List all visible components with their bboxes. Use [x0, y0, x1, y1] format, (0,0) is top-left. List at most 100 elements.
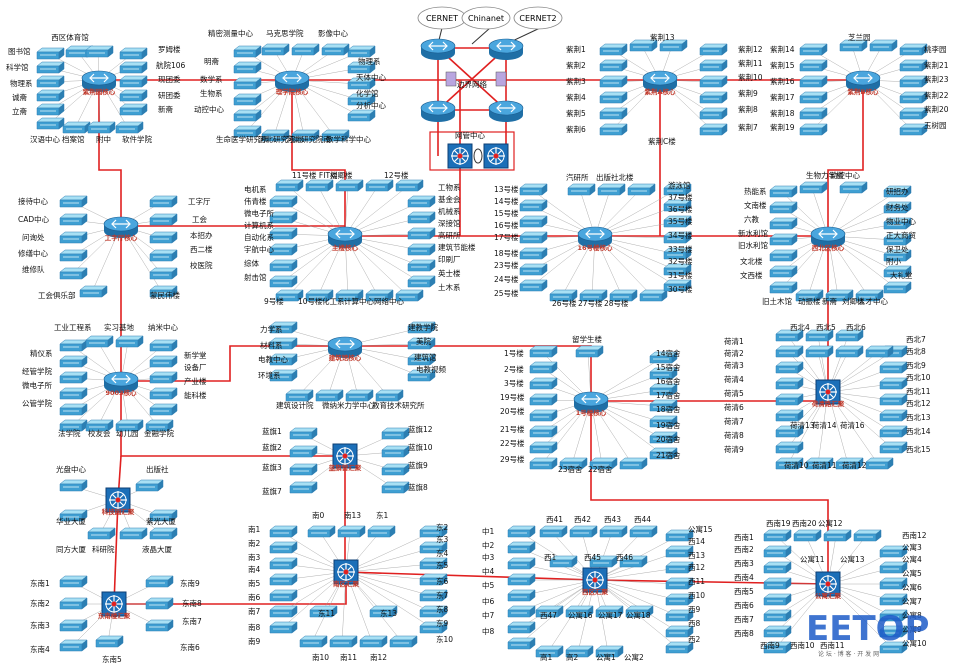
access-switch-icon: [835, 345, 864, 358]
access-switch-icon: [359, 635, 388, 648]
building-label: 21宿舍: [656, 450, 681, 460]
building-label: 蓝旗2: [262, 442, 282, 452]
access-switch-icon: [869, 39, 898, 52]
building-label: 西1: [544, 553, 556, 562]
cernet-router-icon: [420, 38, 456, 61]
building-label: 留学生楼: [572, 334, 602, 344]
access-switch-icon: [233, 61, 262, 74]
building-label: 2号楼: [504, 364, 524, 374]
access-switch-icon: [805, 345, 834, 358]
building-label: 高2: [566, 652, 578, 662]
building-label: 法学院: [58, 428, 81, 438]
building-label: 微电子所: [22, 380, 52, 390]
building-label: 紫荆2: [566, 60, 586, 70]
access-switch-icon: [149, 231, 178, 244]
building-label: 蒙民伟楼: [150, 290, 180, 300]
access-switch-icon: [59, 355, 88, 368]
building-label: 深接馆: [438, 218, 461, 228]
access-switch-icon: [799, 107, 828, 120]
building-label: 16号楼: [494, 220, 519, 230]
access-switch-icon: [269, 557, 298, 570]
building-label: 南1: [248, 524, 260, 534]
building-label: 22宿舍: [588, 464, 613, 474]
building-label: 12号楼: [384, 170, 409, 180]
access-switch-icon: [599, 91, 628, 104]
building-label: 精仪系: [30, 348, 53, 358]
eetop-watermark-subtitle: 论 坛 · 博 客 · 开 发 网: [818, 650, 879, 658]
building-label: 紫荆8: [738, 104, 758, 114]
access-switch-icon: [529, 457, 558, 470]
access-switch-icon: [59, 575, 88, 588]
building-label: 20号楼: [500, 406, 525, 416]
building-label: 31号楼: [668, 270, 693, 280]
access-switch-icon: [519, 183, 548, 196]
access-switch-icon: [381, 427, 410, 440]
building-label: 教育技术研究所: [372, 400, 425, 410]
building-label: 西南9: [760, 640, 780, 650]
building-label: 设备厂: [184, 362, 207, 372]
building-label: 蓝旗8: [408, 482, 428, 492]
building-label: 经管学院: [22, 366, 52, 376]
access-switch-icon: [79, 285, 108, 298]
building-label: 东2: [436, 522, 448, 532]
building-label: 25号楼: [494, 288, 519, 298]
access-switch-icon: [59, 339, 88, 352]
c13-core-label: 蓝旗营汇聚: [329, 463, 362, 472]
building-label: 17号楼: [494, 232, 519, 242]
building-label: 工会: [192, 214, 207, 224]
building-label: 18宿舍: [656, 404, 681, 414]
access-switch-icon: [775, 345, 804, 358]
access-switch-icon: [315, 389, 344, 402]
access-switch-icon: [269, 275, 298, 288]
access-switch-icon: [769, 185, 798, 198]
red-links: [98, 27, 864, 605]
building-label: 18号楼: [494, 248, 519, 258]
access-switch-icon: [799, 75, 828, 88]
building-label: 南7: [248, 606, 260, 616]
building-label: 西南6: [734, 600, 754, 610]
building-label: 西北15: [906, 445, 931, 454]
building-label: 西南2: [734, 544, 754, 554]
access-switch-icon: [375, 389, 404, 402]
building-label: 自动化系: [244, 232, 274, 242]
building-label: 网络中心: [374, 296, 404, 306]
building-label: 15号楼: [494, 208, 519, 218]
access-switch-icon: [407, 259, 436, 272]
building-label: 软件学院: [122, 134, 152, 144]
access-switch-icon: [337, 525, 366, 538]
building-label: 修缮中心: [18, 248, 48, 258]
building-label: 南12: [370, 652, 387, 662]
building-label: 诚斋: [12, 92, 27, 102]
access-switch-icon: [59, 195, 88, 208]
building-label: 桃李园: [924, 44, 947, 54]
building-label: 航院106: [156, 60, 186, 70]
building-label: 东南1: [30, 578, 50, 588]
c6-core-label: 主楼核心: [332, 243, 359, 252]
access-switch-icon: [823, 529, 852, 542]
building-label: 东11: [318, 608, 335, 618]
building-label: 罗姆楼: [158, 44, 181, 54]
building-label: 东南6: [180, 642, 200, 652]
access-switch-icon: [59, 619, 88, 632]
building-label: 11号楼 FIT楼: [292, 170, 338, 180]
building-label: 西北8: [906, 347, 926, 356]
access-switch-icon: [289, 481, 318, 494]
building-label: 电教视频: [416, 364, 446, 374]
building-label: 宇航中心: [244, 244, 274, 254]
building-label: 荷清3: [724, 360, 744, 370]
building-label: 西47: [540, 611, 557, 620]
c18-core-label: 公寓汇聚: [815, 591, 842, 600]
access-switch-icon: [575, 345, 604, 358]
access-switch-icon: [899, 59, 928, 72]
building-label: 西北5: [816, 323, 836, 332]
access-switch-icon: [879, 393, 908, 406]
building-label: 科研院: [92, 544, 115, 554]
access-switch-icon: [775, 377, 804, 390]
building-label: 西北6: [846, 323, 866, 332]
access-switch-icon: [87, 527, 116, 540]
access-switch-icon: [407, 275, 436, 288]
access-switch-icon: [599, 43, 628, 56]
access-switch-icon: [839, 181, 868, 194]
building-label: 化工系: [322, 296, 345, 306]
building-label: 24号楼: [494, 274, 519, 284]
